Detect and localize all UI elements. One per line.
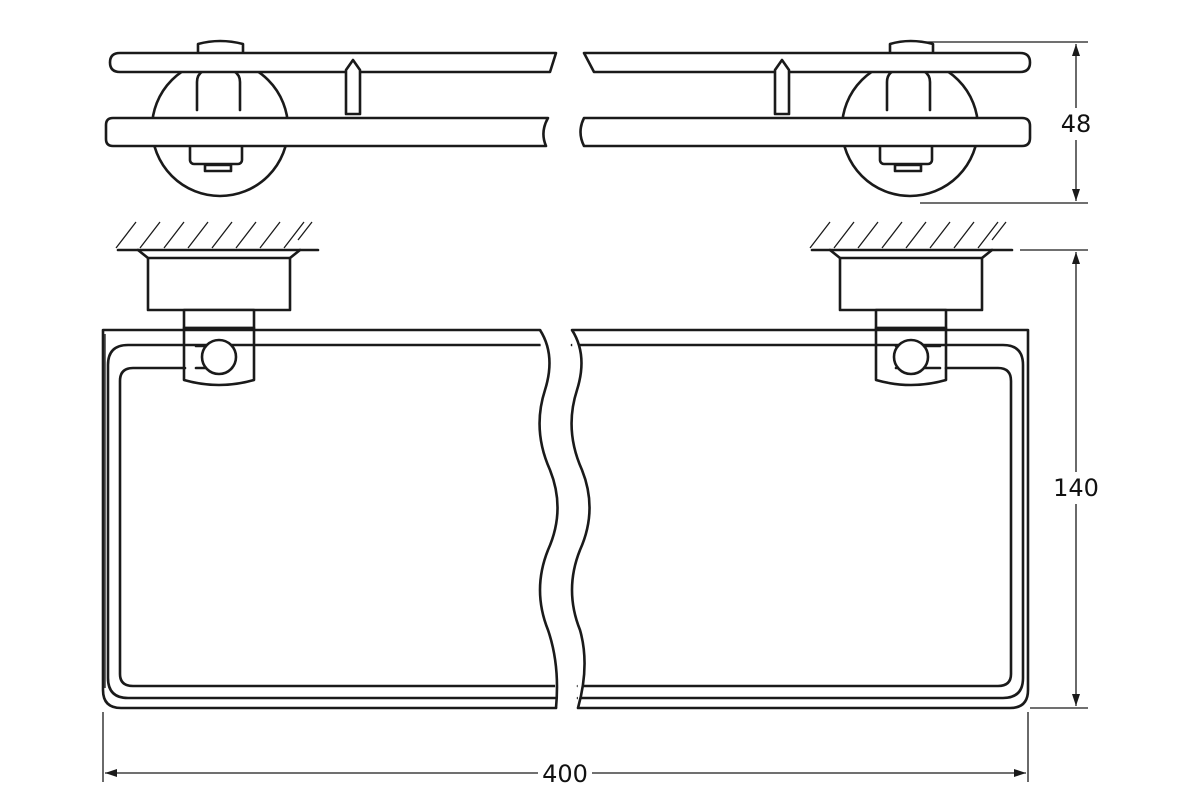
dimension-length: 400 — [102, 712, 1029, 788]
top-view — [104, 39, 1032, 198]
dimension-height-label: 140 — [1053, 474, 1099, 502]
dimension-depth: 48 — [920, 41, 1092, 204]
top-view-support-pin-left — [344, 58, 362, 116]
top-view-support-pin-right — [773, 58, 791, 116]
dimension-length-label: 400 — [542, 760, 588, 788]
dimension-height: 140 — [1020, 249, 1099, 709]
top-view-rear-rail-right — [582, 51, 1032, 74]
wall-hatch-right — [809, 221, 1014, 252]
front-view — [101, 221, 1030, 710]
top-view-glass-right — [579, 116, 1032, 148]
front-view-glass-left — [101, 328, 558, 710]
front-view-glass-right — [570, 328, 1030, 710]
front-view-left-bracket — [136, 248, 302, 387]
front-view-rail-pin-left — [194, 338, 238, 376]
break-line-right — [570, 329, 591, 709]
top-view-glass-left — [104, 116, 550, 148]
front-view-rail-pin-right — [892, 338, 942, 376]
dimension-depth-label: 48 — [1061, 110, 1092, 138]
top-view-rear-rail-left — [108, 51, 558, 74]
wall-hatch-left — [115, 221, 320, 252]
break-line-left — [538, 329, 559, 709]
